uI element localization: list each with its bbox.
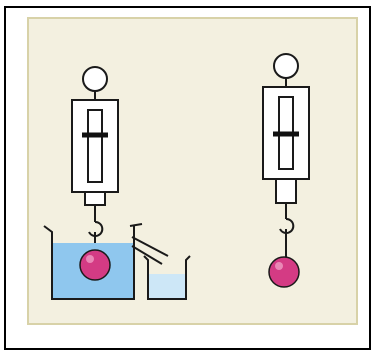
right-setup: [262, 53, 310, 288]
scale-rod-right: [275, 178, 297, 204]
scale-hook-left: [88, 220, 104, 237]
spring-scale-left: [71, 66, 119, 250]
sphere-right: [268, 256, 300, 288]
overflow-spout: [129, 223, 169, 265]
sphere-right-highlight: [275, 262, 283, 270]
spring-scale-right: [262, 53, 310, 258]
sphere-left-highlight: [86, 255, 94, 263]
scale-ring-right: [273, 53, 299, 79]
sphere-left: [79, 249, 111, 281]
scale-slot-left: [87, 109, 103, 183]
catch-beaker: [143, 255, 191, 300]
scale-hook-right: [279, 217, 295, 234]
left-setup: [43, 66, 191, 300]
scale-rod-left: [84, 191, 106, 206]
scale-ring-left: [82, 66, 108, 92]
water-catch-beaker: [148, 274, 186, 299]
overflow-beaker: [43, 225, 135, 300]
